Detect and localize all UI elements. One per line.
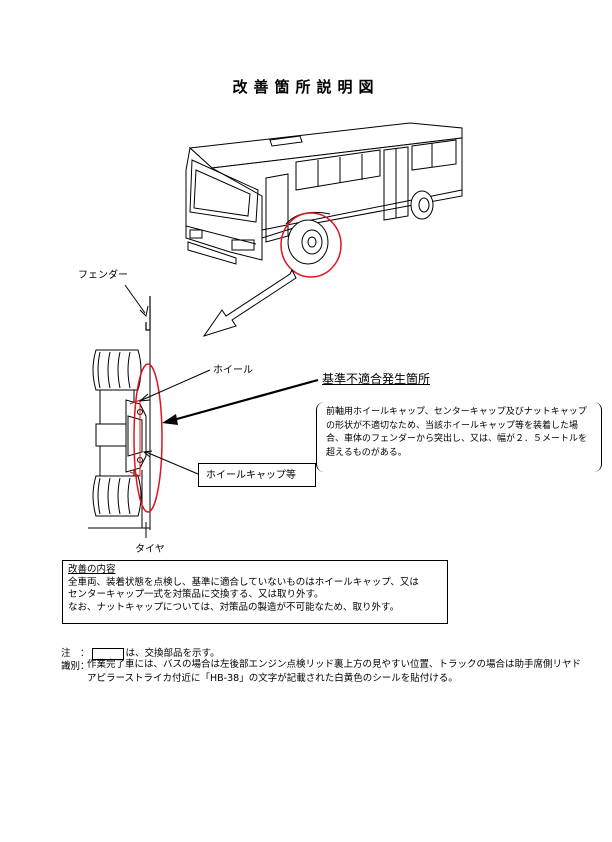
improvement-line: 全車両、装着状態を点検し、基準に適合していないものはホイールキャップ、又は bbox=[68, 576, 419, 588]
improvement-box: 改善の内容 全車両、装着状態を点検し、基準に適合していないものはホイールキャップ… bbox=[62, 560, 448, 624]
identification-text: 作業完了車には、バスの場合は左後部エンジン点検リッド裏上方の見やすい位置、トラッ… bbox=[87, 659, 582, 684]
improvement-line: センターキャップ一式を対策品に交換する、又は取り外す。 bbox=[68, 589, 324, 600]
improvement-line: なお、ナットキャップについては、対策品の製造が不可能なため、取り外す。 bbox=[68, 601, 400, 613]
note-line: 注 ： は、交換部品を示す。 bbox=[61, 645, 220, 660]
identification-label: 識別： bbox=[61, 661, 90, 672]
label-tire: タイヤ bbox=[135, 544, 165, 555]
note-suffix: は、交換部品を示す。 bbox=[125, 648, 220, 659]
improvement-heading: 改善の内容 bbox=[68, 564, 116, 575]
note-prefix: 注 ： bbox=[61, 648, 90, 659]
page-title: 改善箇所説明図 bbox=[232, 78, 380, 96]
highlight-circle-bus-wheel bbox=[280, 212, 342, 278]
bus-illustration bbox=[185, 122, 463, 265]
pointer-arrow bbox=[202, 268, 297, 337]
label-defect-location: 基準不適合発生箇所 bbox=[322, 372, 431, 386]
defect-description: 前軸用ホイールキャップ、センターキャップ及びナットキャップの形状が不適切なため、… bbox=[316, 402, 602, 472]
label-fender: フェンダー bbox=[78, 270, 128, 281]
highlight-ellipse-hubcap bbox=[133, 363, 163, 513]
label-wheel: ホイール bbox=[213, 365, 253, 376]
wheel-cross-section bbox=[92, 349, 147, 517]
fender-profile bbox=[145, 296, 151, 331]
defect-arrow bbox=[165, 378, 319, 424]
label-wheel-cap: ホイールキャップ等 bbox=[198, 463, 316, 487]
replacement-part-legend-box bbox=[91, 647, 124, 660]
